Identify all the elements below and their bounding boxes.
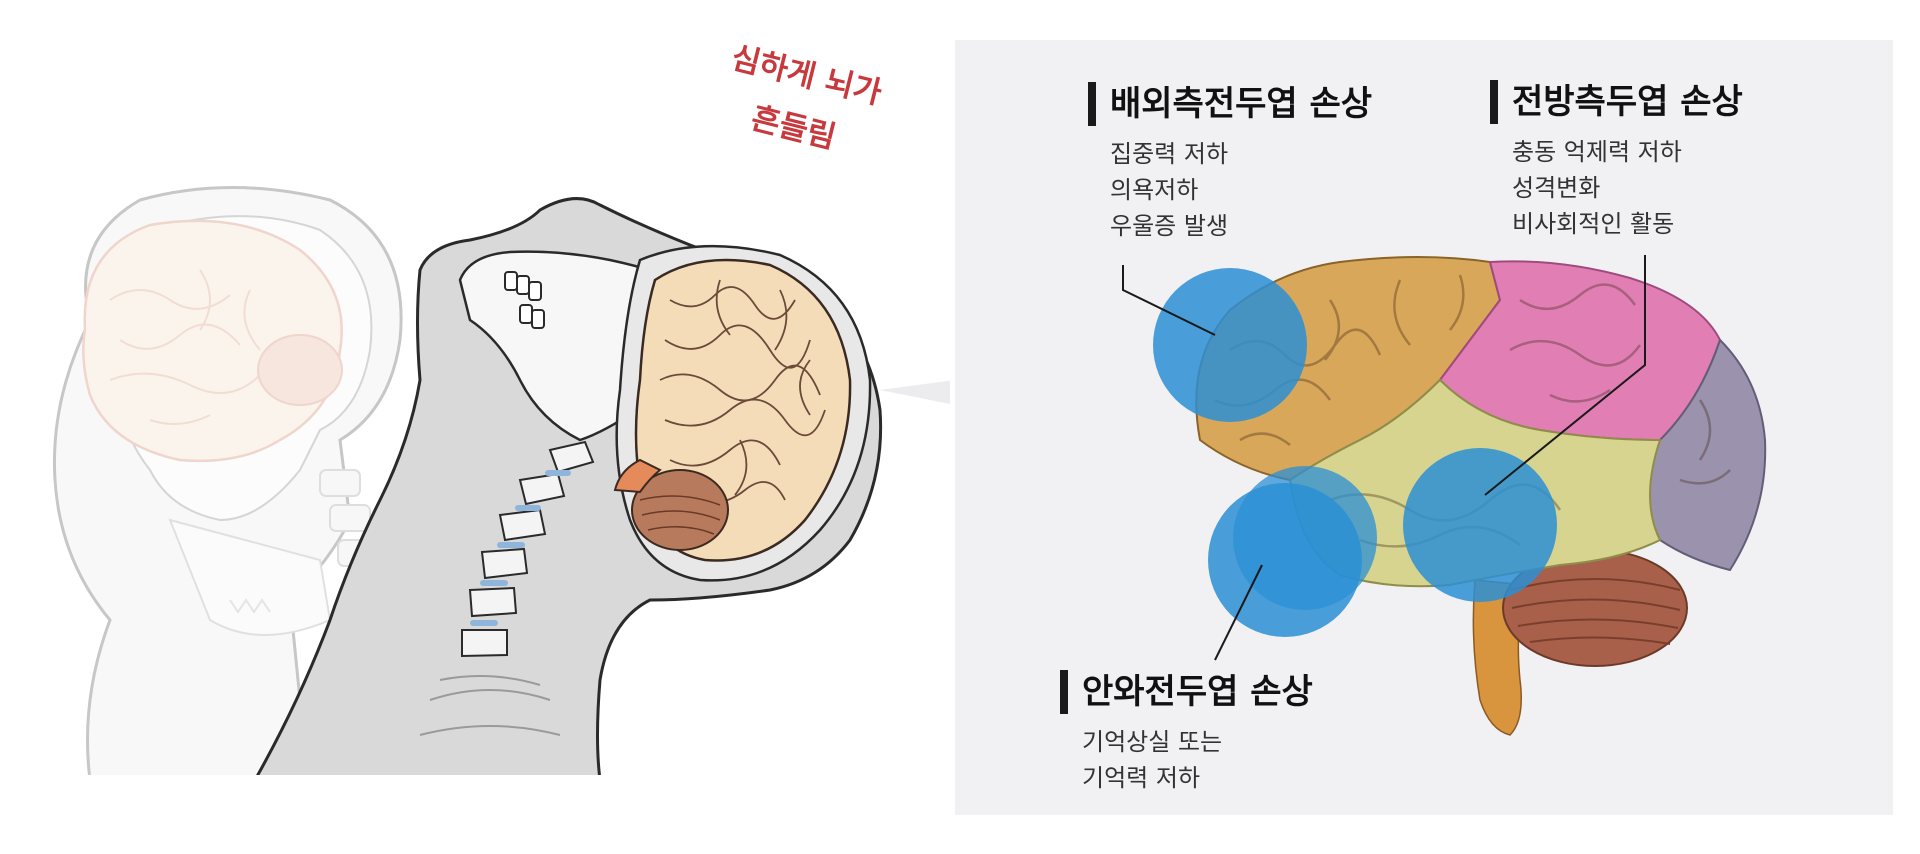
anterior-lateral-item: 비사회적인 활동: [1512, 210, 1675, 238]
dorsolateral-item: 우울증 발생: [1110, 212, 1229, 240]
pointer-wedge: [880, 380, 950, 404]
orbitofrontal-title: 안와전두엽 손상: [1060, 670, 1313, 714]
anterior-lateral-title: 전방측두엽 손상: [1490, 80, 1743, 124]
concussion-illustration: [52, 186, 950, 775]
anterior-lateral-item: 충동 억제력 저하: [1512, 138, 1682, 166]
orbitofrontal-item: 기억력 저하: [1082, 764, 1201, 792]
dorsolateral-title: 배외측전두엽 손상: [1088, 82, 1372, 126]
dorsolateral-item: 집중력 저하: [1110, 140, 1229, 168]
dorsolateral-callout: 배외측전두엽 손상 집중력 저하 의욕저하 우울증 발생: [1088, 82, 1372, 244]
anterior-lateral-item: 성격변화: [1512, 174, 1601, 202]
orbitofrontal-item: 기억상실 또는: [1082, 728, 1223, 756]
anterior-lateral-callout: 전방측두엽 손상 충동 억제력 저하 성격변화 비사회적인 활동: [1490, 80, 1743, 242]
dorsolateral-item: 의욕저하: [1110, 176, 1199, 204]
orbitofrontal-callout: 안와전두엽 손상 기억상실 또는 기억력 저하: [1060, 670, 1313, 796]
tilted-head: [256, 197, 883, 775]
